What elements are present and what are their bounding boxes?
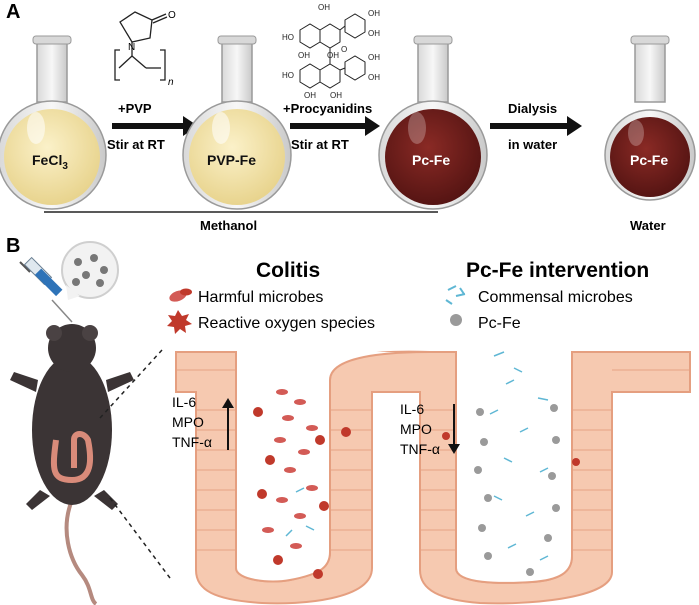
colitis-ros bbox=[253, 407, 351, 579]
left-marker-mpo: MPO bbox=[172, 414, 204, 430]
flask-pc-fe-water bbox=[604, 35, 696, 201]
pc-fe-particle-icon bbox=[450, 314, 462, 326]
arrow1-label2: Stir at RT bbox=[107, 137, 165, 152]
arrow3-label2: in water bbox=[508, 137, 557, 152]
flask4-label: Pc-Fe bbox=[630, 152, 668, 168]
pc-oh-8: OH bbox=[330, 91, 342, 100]
increase-arrow-head bbox=[222, 398, 234, 408]
pc-oh-4: OH bbox=[327, 51, 339, 60]
right-marker-tnf: TNF-α bbox=[400, 441, 440, 457]
pc-oh-5: OH bbox=[298, 51, 310, 60]
flask-pvp-fe bbox=[182, 35, 292, 210]
procyanidin-structure bbox=[299, 13, 366, 89]
right-marker-mpo: MPO bbox=[400, 421, 432, 437]
harmful-microbe-icon bbox=[169, 288, 192, 302]
legend-pc-fe: Pc-Fe bbox=[478, 315, 521, 332]
right-marker-il6: IL-6 bbox=[400, 401, 424, 417]
colitis-commensal-microbes bbox=[285, 487, 315, 537]
ros-icon bbox=[167, 310, 192, 334]
flask3-label: Pc-Fe bbox=[412, 152, 450, 168]
pvp-structure bbox=[114, 11, 168, 81]
pc-oh-1: OH bbox=[318, 3, 330, 12]
arrow-2-head bbox=[365, 116, 380, 136]
title-pc-fe-intervention: Pc-Fe intervention bbox=[466, 259, 649, 282]
intervention-pc-fe-particles bbox=[474, 404, 560, 576]
zoom-line-bottom bbox=[109, 497, 171, 579]
arrow1-label1: +PVP bbox=[118, 101, 152, 116]
colitis-harmful-microbes bbox=[262, 389, 318, 549]
solvent-methanol: Methanol bbox=[200, 218, 257, 233]
flask2-label: PVP-Fe bbox=[207, 152, 256, 168]
syringe-icon bbox=[19, 256, 73, 323]
pc-o: O bbox=[341, 45, 347, 54]
pc-oh-6: OH bbox=[368, 53, 380, 62]
flask1-label: FeCl3 bbox=[32, 152, 68, 172]
pvp-n-atom: N bbox=[128, 42, 135, 53]
decrease-arrow-head bbox=[448, 444, 460, 454]
arrow2-label2: Stir at RT bbox=[291, 137, 349, 152]
panel-b-label: B bbox=[6, 235, 20, 257]
intervention-ros bbox=[442, 432, 580, 466]
title-colitis: Colitis bbox=[256, 259, 320, 282]
legend-commensal: Commensal microbes bbox=[478, 289, 633, 306]
left-marker-tnf: TNF-α bbox=[172, 434, 212, 450]
left-marker-il6: IL-6 bbox=[172, 394, 196, 410]
flask-pc-fe-methanol bbox=[378, 35, 488, 210]
pvp-o: O bbox=[168, 10, 176, 21]
intestinal-tissue bbox=[175, 350, 691, 605]
legend-harmful: Harmful microbes bbox=[198, 289, 323, 306]
arrow-1-head bbox=[183, 116, 198, 136]
solvent-water: Water bbox=[630, 218, 666, 233]
arrow-3-head bbox=[567, 116, 582, 136]
flask-fecl3 bbox=[0, 35, 107, 210]
arrow2-label1: +Procyanidins bbox=[283, 101, 372, 116]
intervention-commensal-microbes bbox=[489, 351, 549, 561]
pc-fe-particles-bubble bbox=[61, 241, 119, 300]
pc-oh-3: OH bbox=[368, 29, 380, 38]
commensal-microbe-icon bbox=[445, 285, 466, 305]
legend-ros: Reactive oxygen species bbox=[198, 315, 375, 332]
pc-oh-9: OH bbox=[304, 91, 316, 100]
pc-ho-2: HO bbox=[282, 71, 294, 80]
pc-oh-7: OH bbox=[368, 73, 380, 82]
mouse-illustration bbox=[10, 324, 134, 605]
pc-oh-2: OH bbox=[368, 9, 380, 18]
panel-a-label: A bbox=[6, 1, 20, 23]
pvp-n-index: n bbox=[168, 77, 174, 88]
arrow3-label1: Dialysis bbox=[508, 101, 557, 116]
pc-ho-1: HO bbox=[282, 33, 294, 42]
